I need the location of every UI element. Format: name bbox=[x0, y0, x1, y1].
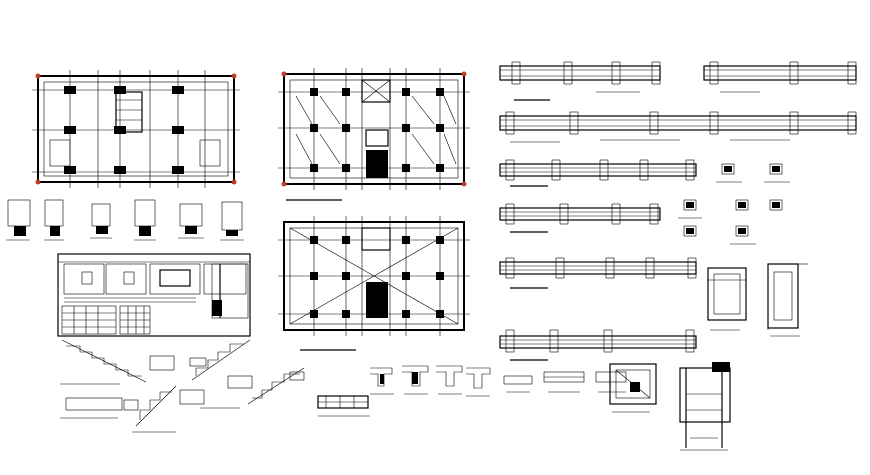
wall-section-detail bbox=[679, 362, 731, 451]
beam-elevations bbox=[499, 61, 857, 361]
foundation-plan bbox=[32, 70, 240, 188]
structural-plan-upper bbox=[278, 68, 470, 201]
beam-section-details bbox=[678, 163, 808, 337]
structural-plan-lower bbox=[278, 216, 470, 351]
schedule-sheet bbox=[57, 253, 251, 337]
stair-sections bbox=[60, 339, 370, 433]
column-joint-details bbox=[370, 363, 657, 413]
footing-details-row bbox=[6, 199, 244, 241]
